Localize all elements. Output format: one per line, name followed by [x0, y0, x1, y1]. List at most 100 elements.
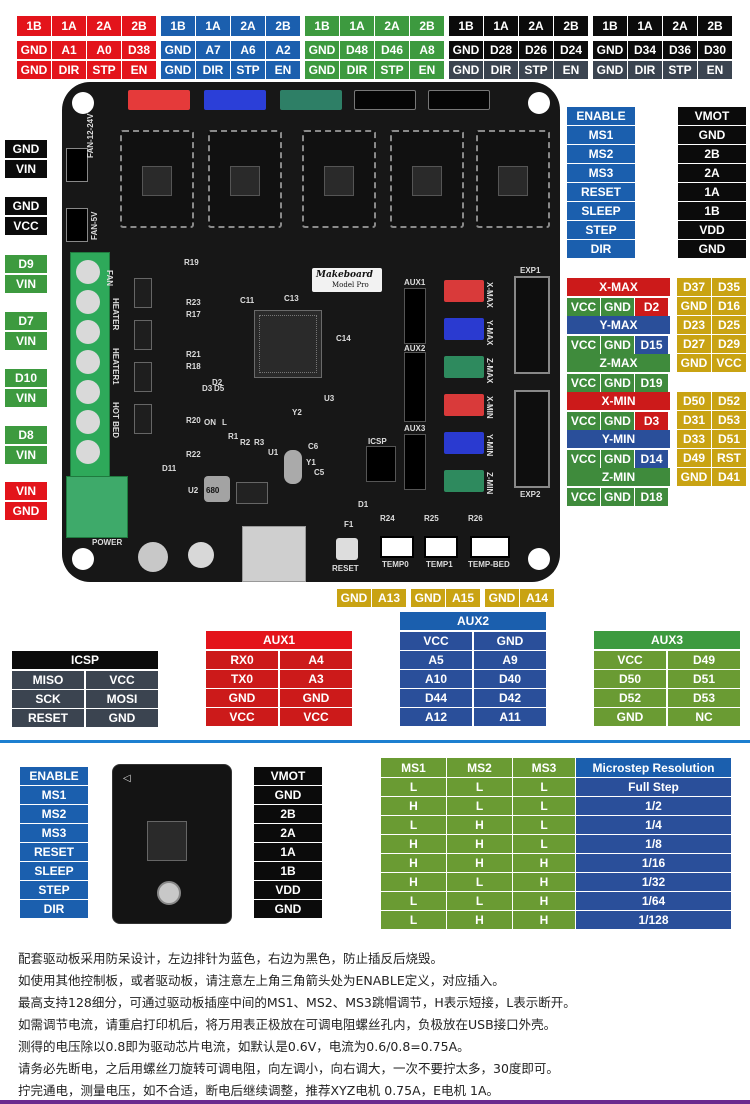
microstep-cell: H — [381, 873, 446, 891]
motor-pin-signal: GND — [305, 61, 339, 79]
microstep-cell: H — [447, 911, 512, 929]
endstop-pin: GND — [601, 412, 634, 430]
microstep-cell: L — [513, 797, 575, 815]
microstep-cell: Full Step — [576, 778, 731, 796]
potentiometer — [157, 881, 181, 905]
terminal-screw — [76, 410, 100, 434]
driver-socket — [120, 130, 194, 228]
note-line-3: 最高支持128细分，可通过驱动板插座中间的MS1、MS2、MS3跳帽调节，H表示… — [18, 995, 576, 1010]
motor-pin: 1B — [305, 16, 339, 36]
silk-temp1: TEMP1 — [426, 560, 453, 569]
motor-pin-signal: STP — [375, 61, 409, 79]
power-pin: D10 — [5, 369, 47, 387]
silk-680: 680 — [206, 486, 220, 495]
aux2-header — [404, 352, 426, 422]
endstop-name: Y-MAX — [567, 316, 670, 334]
motor-pin: 1B — [449, 16, 483, 36]
divider — [0, 740, 750, 743]
endstop-pin: D3 — [635, 412, 668, 430]
motor-pin-arduino: D46 — [375, 41, 409, 59]
mcu-chip — [254, 310, 322, 378]
motor-pin: 1B — [161, 16, 195, 36]
silk-aux2: AUX2 — [404, 344, 426, 353]
endstop-name: Z-MAX — [567, 354, 670, 372]
driver-module-pin: 2B — [254, 805, 322, 823]
aux2-pin: A10 — [400, 670, 472, 688]
icsp-pin: RESET — [12, 709, 84, 727]
microstep-cell: H — [381, 797, 446, 815]
driver-pin: DIR — [567, 240, 635, 258]
driver-module-pin: MS2 — [20, 805, 88, 823]
temp-pin: GND — [411, 589, 445, 607]
exp2-header — [514, 390, 550, 488]
silk-exp2: EXP2 — [520, 490, 541, 499]
silk-r3: R3 — [254, 438, 265, 447]
motor-pin-arduino: GND — [449, 41, 483, 59]
exp2-pin: D33 — [677, 430, 711, 448]
motor-pin-arduino: D24 — [554, 41, 588, 59]
mount-hole — [72, 548, 94, 570]
driver-module-pin: 1B — [254, 862, 322, 880]
note-line-1: 配套驱动板采用防呆设计，左边排针为蓝色，右边为黑色，防止插反后烧毁。 — [18, 951, 444, 966]
silk-r25: R25 — [424, 514, 439, 523]
motor-pin-signal: STP — [87, 61, 121, 79]
aux1-pin: RX0 — [206, 651, 278, 669]
endstop-pin: GND — [601, 298, 634, 316]
endstop-connector — [444, 432, 484, 454]
exp2-pin: GND — [677, 468, 711, 486]
silk-r21: R21 — [186, 350, 201, 359]
terminal-screw — [76, 380, 100, 404]
driver-pin: ENABLE — [567, 107, 635, 125]
silk-d2: D2 — [212, 378, 223, 387]
endstop-pin: D19 — [635, 374, 668, 392]
driver-pin: VDD — [678, 221, 746, 239]
motor-pin: 1A — [340, 16, 374, 36]
mosfet — [134, 362, 152, 392]
microstep-cell: H — [513, 854, 575, 872]
silk-d11: D11 — [162, 464, 177, 473]
microstep-cell: 1/16 — [576, 854, 731, 872]
aux3-pin: D49 — [668, 651, 740, 669]
endstop-pin: VCC — [567, 450, 600, 468]
brand-label: Makeboard Model Pro — [312, 268, 382, 292]
brand-model: Model Pro — [332, 281, 369, 289]
motor-pin-arduino: D26 — [519, 41, 553, 59]
motor-pin-signal: DIR — [340, 61, 374, 79]
power-pin: D9 — [5, 255, 47, 273]
silk-aux3: AUX3 — [404, 424, 426, 433]
endstop-name: X-MAX — [567, 278, 670, 296]
motor-connector-green — [280, 90, 342, 110]
icsp-pin: MISO — [12, 671, 84, 689]
exp2-pin: D50 — [677, 392, 711, 410]
motor-pin: 2B — [698, 16, 732, 36]
motor-pin: 1A — [628, 16, 662, 36]
silk-y-min: Y-MIN — [485, 434, 494, 457]
driver-module-image: ◁ — [112, 764, 232, 924]
microstep-cell: L — [447, 797, 512, 815]
power-pin: GND — [5, 502, 47, 520]
silk-on: ON — [204, 418, 216, 427]
driver-pin: GND — [678, 240, 746, 258]
microstep-header: Microstep Resolution — [576, 758, 731, 777]
aux3-header — [404, 434, 426, 490]
motor-pin-signal: GND — [449, 61, 483, 79]
silk-c6: C6 — [308, 442, 319, 451]
power-pin: VCC — [5, 217, 47, 235]
microstep-header: MS1 — [381, 758, 446, 777]
driver-module-pin: GND — [254, 786, 322, 804]
silk-r20: R20 — [186, 416, 201, 425]
silk-aux1: AUX1 — [404, 278, 426, 287]
motor-pin: 2B — [410, 16, 444, 36]
motor-pin-signal: EN — [122, 61, 156, 79]
silk-r23: R23 — [186, 298, 201, 307]
endstop-connector — [444, 394, 484, 416]
power-pin: VIN — [5, 482, 47, 500]
driver-module-pin: GND — [254, 900, 322, 918]
exp2-pin: D31 — [677, 411, 711, 429]
silk-y-max: Y-MAX — [485, 320, 494, 346]
silk-r22: R22 — [186, 450, 201, 459]
silk-y1: Y1 — [306, 458, 316, 467]
crystal — [284, 450, 302, 484]
icsp-header — [366, 446, 396, 482]
silk-c13: C13 — [284, 294, 299, 303]
